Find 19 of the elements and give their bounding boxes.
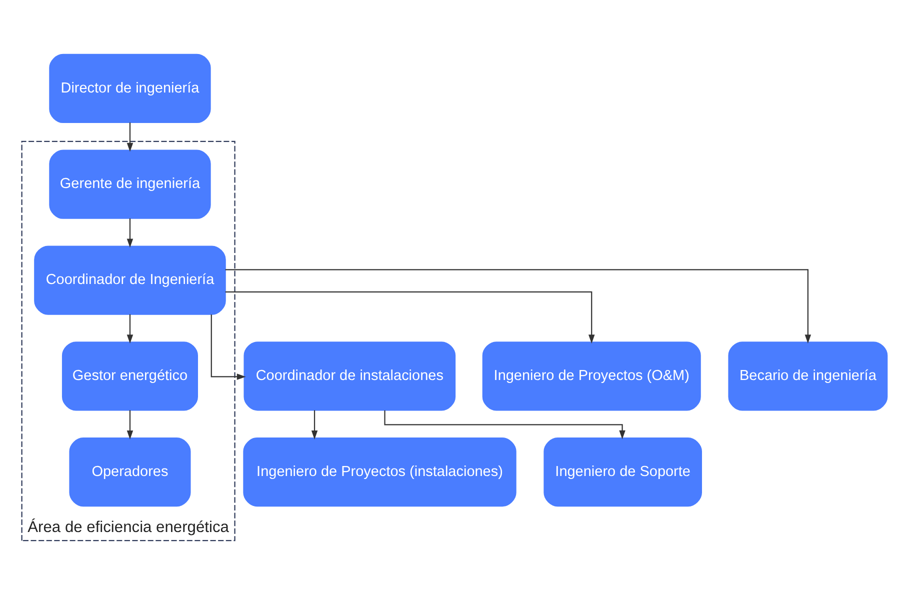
node-box: Becario de ingeniería [728, 341, 888, 410]
node-box: Ingeniero de Proyectos (O&M) [482, 341, 701, 410]
arrow [225, 268, 812, 344]
arrow [210, 314, 246, 380]
node-box: Ingeniero de Proyectos (instalaciones) [243, 436, 516, 506]
node-box: Gestor energético [62, 341, 198, 410]
arrow [384, 410, 626, 439]
arrow [126, 410, 134, 439]
arrow [225, 290, 595, 344]
arrow [126, 218, 134, 248]
arrow [126, 314, 134, 344]
arrow [126, 122, 134, 152]
arrow [311, 410, 318, 439]
node-box: Coordinador de Ingeniería [34, 245, 226, 314]
node-box: Ingeniero de Soporte [544, 436, 702, 506]
node-box: Director de ingeniería [49, 53, 211, 123]
node-box: Operadores [69, 436, 191, 506]
node-box: Coordinador de instalaciones [244, 341, 456, 410]
node-box: Gerente de ingeniería [49, 149, 211, 218]
